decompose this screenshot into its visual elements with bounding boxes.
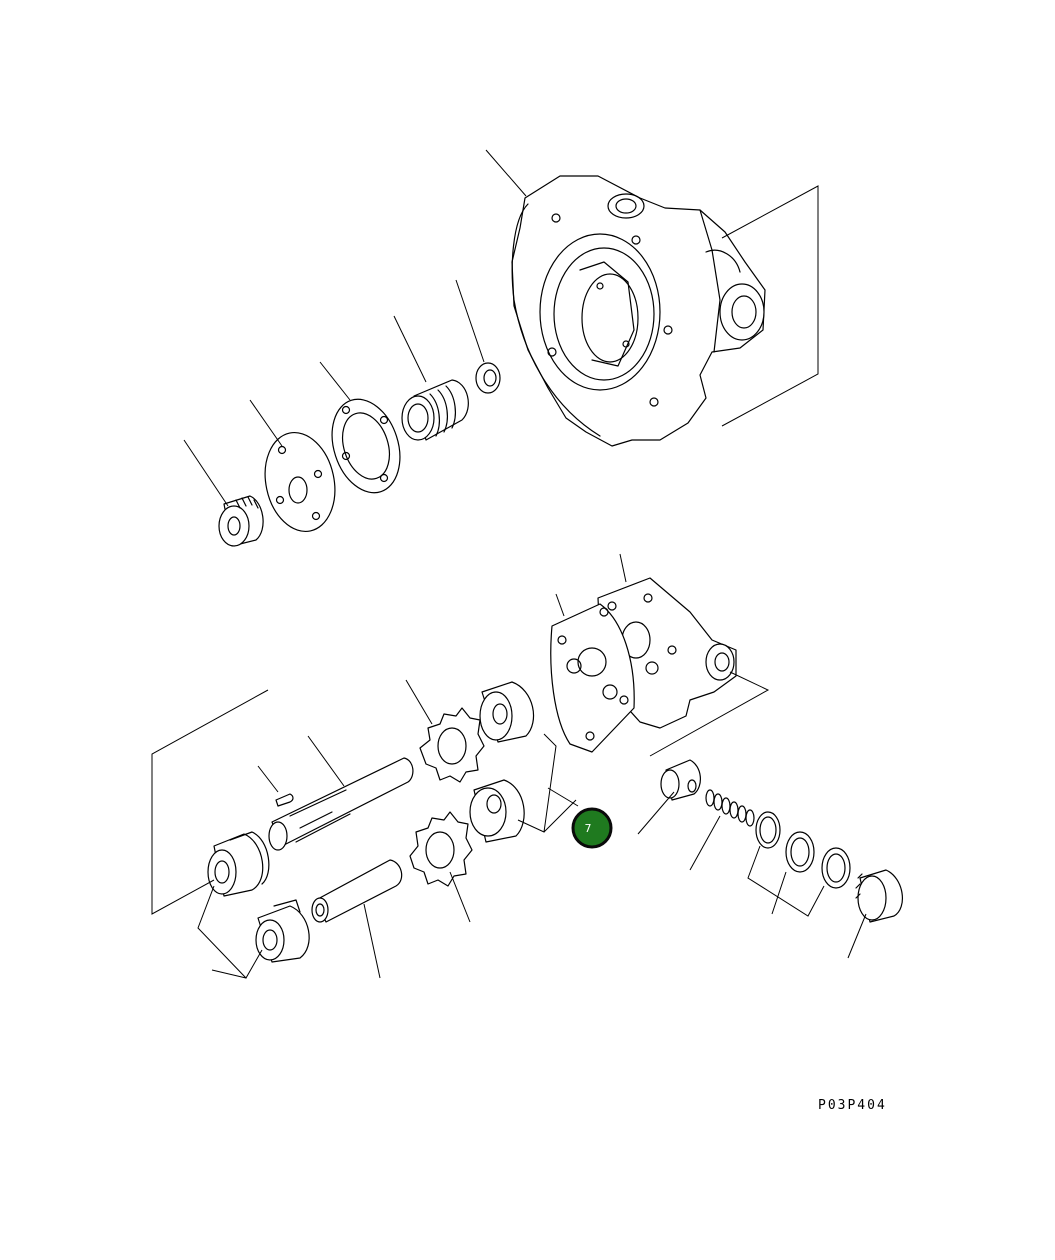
spring-leader xyxy=(689,815,721,871)
seal-ring-leader xyxy=(455,279,485,363)
lower-bushing xyxy=(469,779,525,843)
shim-1 xyxy=(755,811,781,849)
sleeve-leader xyxy=(637,791,675,835)
upper-bushing xyxy=(479,681,535,743)
shim-3 xyxy=(821,847,851,889)
flanged-bushing-bracket xyxy=(197,885,263,979)
spring xyxy=(705,789,755,827)
drive-shaft xyxy=(268,757,414,851)
callout-leader xyxy=(547,787,579,807)
gasket xyxy=(331,398,401,494)
threaded-plug xyxy=(401,379,469,441)
plug-leader xyxy=(393,315,427,383)
lower-gear xyxy=(409,811,473,887)
callout-circle[interactable] xyxy=(571,807,613,849)
wear-plate xyxy=(550,603,635,753)
plug-end-leader xyxy=(847,913,867,959)
wear-plate-leader xyxy=(555,593,565,617)
shaft-key xyxy=(275,793,294,807)
lower-gear-leader xyxy=(449,871,471,923)
case-leader xyxy=(619,553,627,583)
seal-ring xyxy=(475,362,501,394)
left-bracket-leader xyxy=(151,689,269,915)
flanged-bushing-upper xyxy=(207,831,270,897)
upper-gear-leader xyxy=(405,679,433,725)
drawing-code: P03P404 xyxy=(818,1098,887,1113)
key-leader xyxy=(257,765,279,793)
flanged-bushing-lower xyxy=(255,899,310,963)
splined-coupling xyxy=(218,495,264,547)
idler-shaft-leader xyxy=(363,903,381,979)
case-bracket-leader xyxy=(649,671,770,757)
pump-housing xyxy=(511,175,766,447)
gasket-leader xyxy=(319,361,351,401)
flange-plate xyxy=(264,431,336,533)
bushing-bracket-leader xyxy=(517,733,577,833)
flange-leader xyxy=(249,399,283,447)
idler-shaft xyxy=(311,859,403,923)
upper-gear xyxy=(419,707,485,783)
end-plug xyxy=(855,869,903,923)
callout-badge-7[interactable]: 7 xyxy=(571,807,613,849)
shaft-leader xyxy=(307,735,345,787)
housing-leader xyxy=(485,149,527,197)
valve-sleeve xyxy=(660,759,701,801)
housing-bracket-leader xyxy=(721,185,819,427)
shim-bracket-leader xyxy=(747,845,825,917)
shim-2 xyxy=(785,831,815,873)
callout-number: 7 xyxy=(585,822,592,835)
coupling-leader xyxy=(183,439,229,507)
